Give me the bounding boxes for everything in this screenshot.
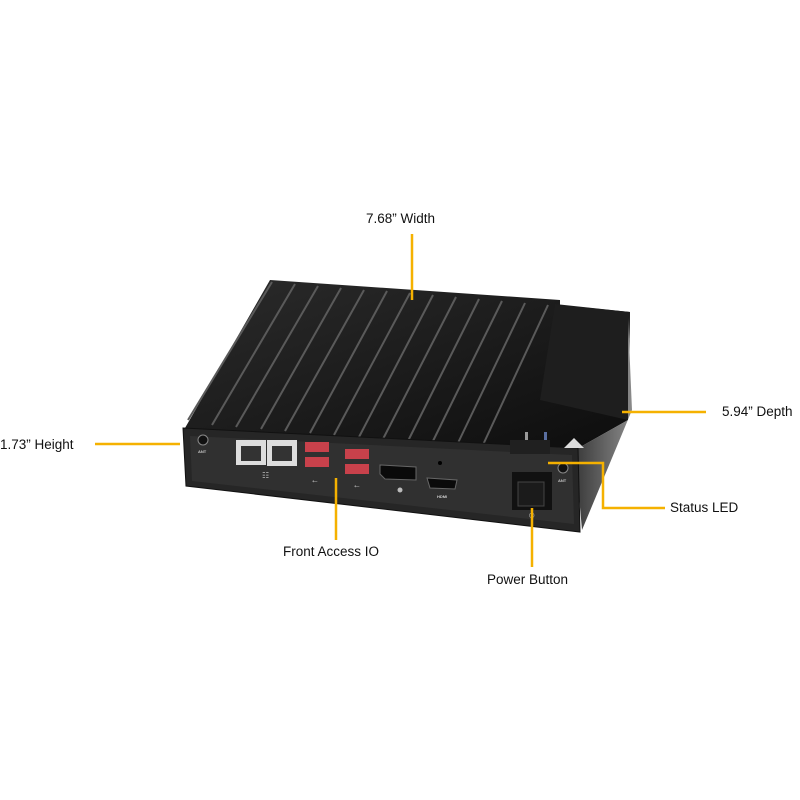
hdmi-port[interactable] [426, 477, 458, 490]
antenna-connector-right [557, 462, 569, 474]
status-led-callout-line [548, 461, 665, 510]
network-icon: ☷ [262, 471, 269, 480]
screw-hole [438, 461, 442, 465]
status-led-label: Status LED [670, 500, 739, 515]
power-button[interactable] [517, 481, 545, 507]
antenna-connector-left [197, 434, 209, 446]
usb-port[interactable] [305, 457, 329, 467]
height-label: 1.73” Height [0, 437, 74, 452]
top-plate [540, 304, 630, 420]
status-led [544, 432, 547, 440]
ant-right-mark: ANT [558, 478, 567, 483]
warning-label [564, 438, 584, 448]
front-io-label: Front Access IO [283, 544, 380, 559]
usb-port[interactable] [305, 442, 329, 452]
usb-port[interactable] [345, 464, 369, 474]
depth-label: 5.94” Depth [722, 404, 793, 419]
usb-icon: ⭠ [312, 478, 318, 485]
usb-icon: ⭠ [354, 483, 360, 490]
heatsink-fins [187, 281, 549, 448]
callout-lines [95, 234, 706, 567]
hdmi-mark: HDMI [437, 494, 447, 499]
displayport-port[interactable] [379, 464, 417, 481]
width-label: 7.68” Width [366, 211, 436, 226]
usb-port[interactable] [345, 449, 369, 459]
power-button-label: Power Button [487, 572, 569, 587]
status-led-area [510, 440, 550, 454]
right-side [575, 318, 632, 530]
status-led [525, 432, 528, 440]
displayport-icon [397, 487, 403, 493]
ant-left-mark: ANT [198, 449, 207, 454]
